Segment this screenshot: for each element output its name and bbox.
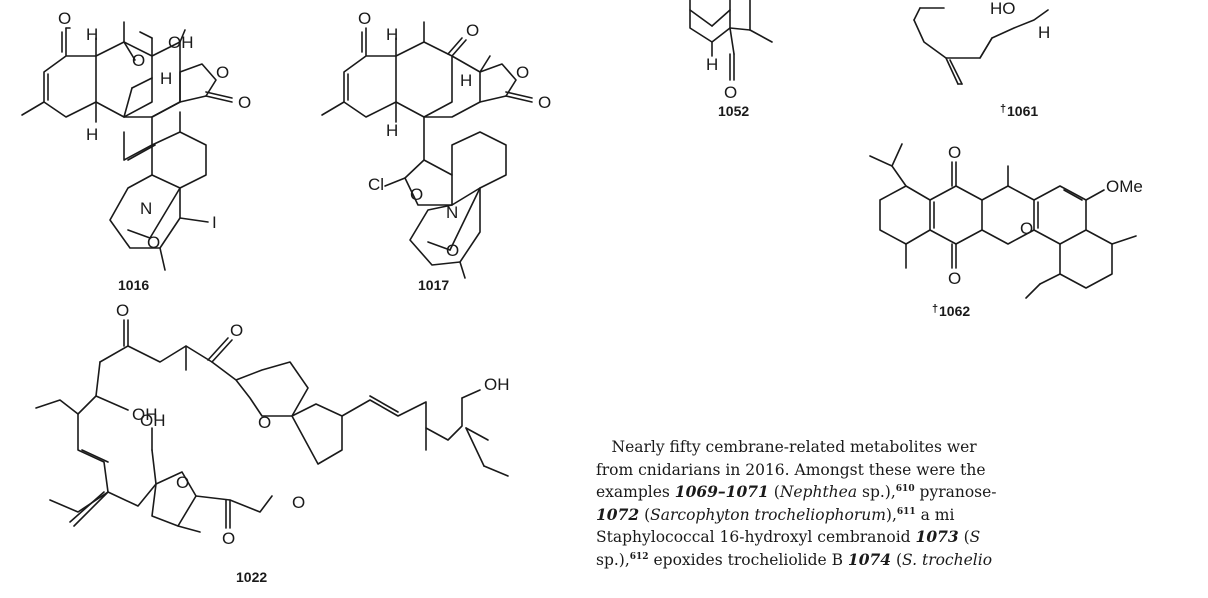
- text-run: Nearly fifty cembrane-related metabolite…: [611, 438, 977, 456]
- text-run: ),: [885, 505, 897, 524]
- compound-ref: 1069–1071: [674, 482, 769, 501]
- text-run: Staphylococcal 16-hydroxyl cembranoid: [596, 528, 916, 546]
- species-name: S. trochelio: [902, 550, 993, 569]
- text-line: 1072 (Sarcophyton trocheliophorum),611 a…: [596, 504, 1208, 527]
- atom-o: O: [358, 9, 371, 28]
- text-run: (: [639, 505, 651, 524]
- text-run: from cnidarians in 2016. Amongst these w…: [596, 460, 986, 479]
- atom-h: H: [386, 121, 398, 140]
- atom-oh: OH: [132, 405, 158, 424]
- atom-o: O: [292, 493, 305, 512]
- compound-label: 1022: [236, 569, 267, 585]
- compound-label: 1061: [1007, 103, 1038, 119]
- text-run: (: [891, 550, 903, 569]
- atom-h: H: [86, 125, 98, 144]
- compound-ref: 1072: [596, 504, 640, 524]
- structure-1017: O H O H O O H Cl O N O 1017: [321, 9, 551, 293]
- atom-o: O: [1020, 219, 1033, 238]
- atom-cl: Cl: [368, 175, 384, 194]
- text-run: (: [958, 528, 970, 546]
- species-name: Nephthea: [779, 483, 858, 501]
- text-run: epoxides trocheliolide B: [648, 550, 848, 569]
- structure-1016: O H O OH H O O H N O I 1016: [21, 9, 251, 293]
- atom-o: O: [948, 269, 961, 288]
- text-line: examples 1069–1071 (Nephthea sp.),610 py…: [596, 481, 1208, 504]
- atom-o: O: [222, 529, 235, 548]
- atom-o: O: [176, 473, 189, 492]
- compound-label: 1016: [118, 277, 149, 293]
- atom-o: O: [132, 51, 145, 70]
- atom-o: O: [466, 21, 479, 40]
- compound-ref: 1073: [915, 527, 959, 546]
- text-run: sp.),: [596, 550, 630, 569]
- atom-o: O: [446, 241, 459, 260]
- atom-h: H: [706, 55, 718, 74]
- text-run: a mi: [915, 505, 955, 524]
- atom-oh: OH: [168, 33, 194, 52]
- structure-1022: O O OH OH O O O O OH 1022: [35, 301, 510, 585]
- compound-label: 1017: [418, 277, 449, 293]
- text-run: (: [768, 483, 780, 501]
- dagger-mark: †: [1000, 103, 1006, 115]
- species-name: Sarcophyton trocheliophorum: [650, 505, 886, 524]
- compound-label: 1062: [939, 303, 970, 319]
- atom-o: O: [410, 185, 423, 204]
- atom-o: O: [230, 321, 243, 340]
- label-1062: † 1062: [932, 303, 970, 319]
- atom-n: N: [446, 203, 458, 222]
- atom-o: O: [116, 301, 129, 320]
- compound-ref: 1074: [847, 549, 892, 569]
- structure-1052: H O 1052: [689, 0, 773, 119]
- species-name: S: [969, 528, 981, 546]
- atom-o: O: [216, 63, 229, 82]
- dagger-mark: †: [932, 303, 938, 315]
- compound-label: 1052: [718, 103, 749, 119]
- atom-o: O: [258, 413, 271, 432]
- text-run: examples: [596, 483, 675, 501]
- atom-o: O: [724, 83, 737, 102]
- reference-number[interactable]: 611: [896, 506, 916, 517]
- text-run: pyranose-: [914, 483, 997, 501]
- atom-oh: OH: [484, 375, 510, 394]
- text-line: Nearly fifty cembrane-related metabolite…: [596, 436, 1208, 459]
- atom-i: I: [212, 213, 217, 232]
- text-line: from cnidarians in 2016. Amongst these w…: [596, 459, 1208, 482]
- atom-h: H: [460, 71, 472, 90]
- atom-o: O: [948, 143, 961, 162]
- body-paragraph: Nearly fifty cembrane-related metabolite…: [596, 436, 1208, 571]
- atom-o: O: [516, 63, 529, 82]
- atom-o: O: [58, 9, 71, 28]
- atom-o: O: [238, 93, 251, 112]
- atom-ome: OMe: [1106, 177, 1143, 196]
- reference-number[interactable]: 610: [895, 484, 915, 494]
- atom-h: H: [86, 25, 98, 44]
- atom-oh: OH: [140, 411, 166, 430]
- atom-o: O: [538, 93, 551, 112]
- structure-1062: O OMe O O: [869, 143, 1143, 299]
- reference-number[interactable]: 612: [629, 551, 649, 562]
- atom-n: N: [140, 199, 152, 218]
- atom-h: H: [160, 69, 172, 88]
- text-line: sp.),612 epoxides trocheliolide B 1074 (…: [596, 549, 1208, 572]
- atom-h: H: [1038, 23, 1050, 42]
- atom-h: H: [386, 25, 398, 44]
- atom-o: O: [147, 233, 160, 252]
- text-run: sp.),: [857, 483, 896, 501]
- text-line: Staphylococcal 16-hydroxyl cembranoid 10…: [596, 526, 1208, 549]
- atom-ho: HO: [990, 0, 1016, 18]
- structure-1061: HO H † 1061: [913, 0, 1050, 119]
